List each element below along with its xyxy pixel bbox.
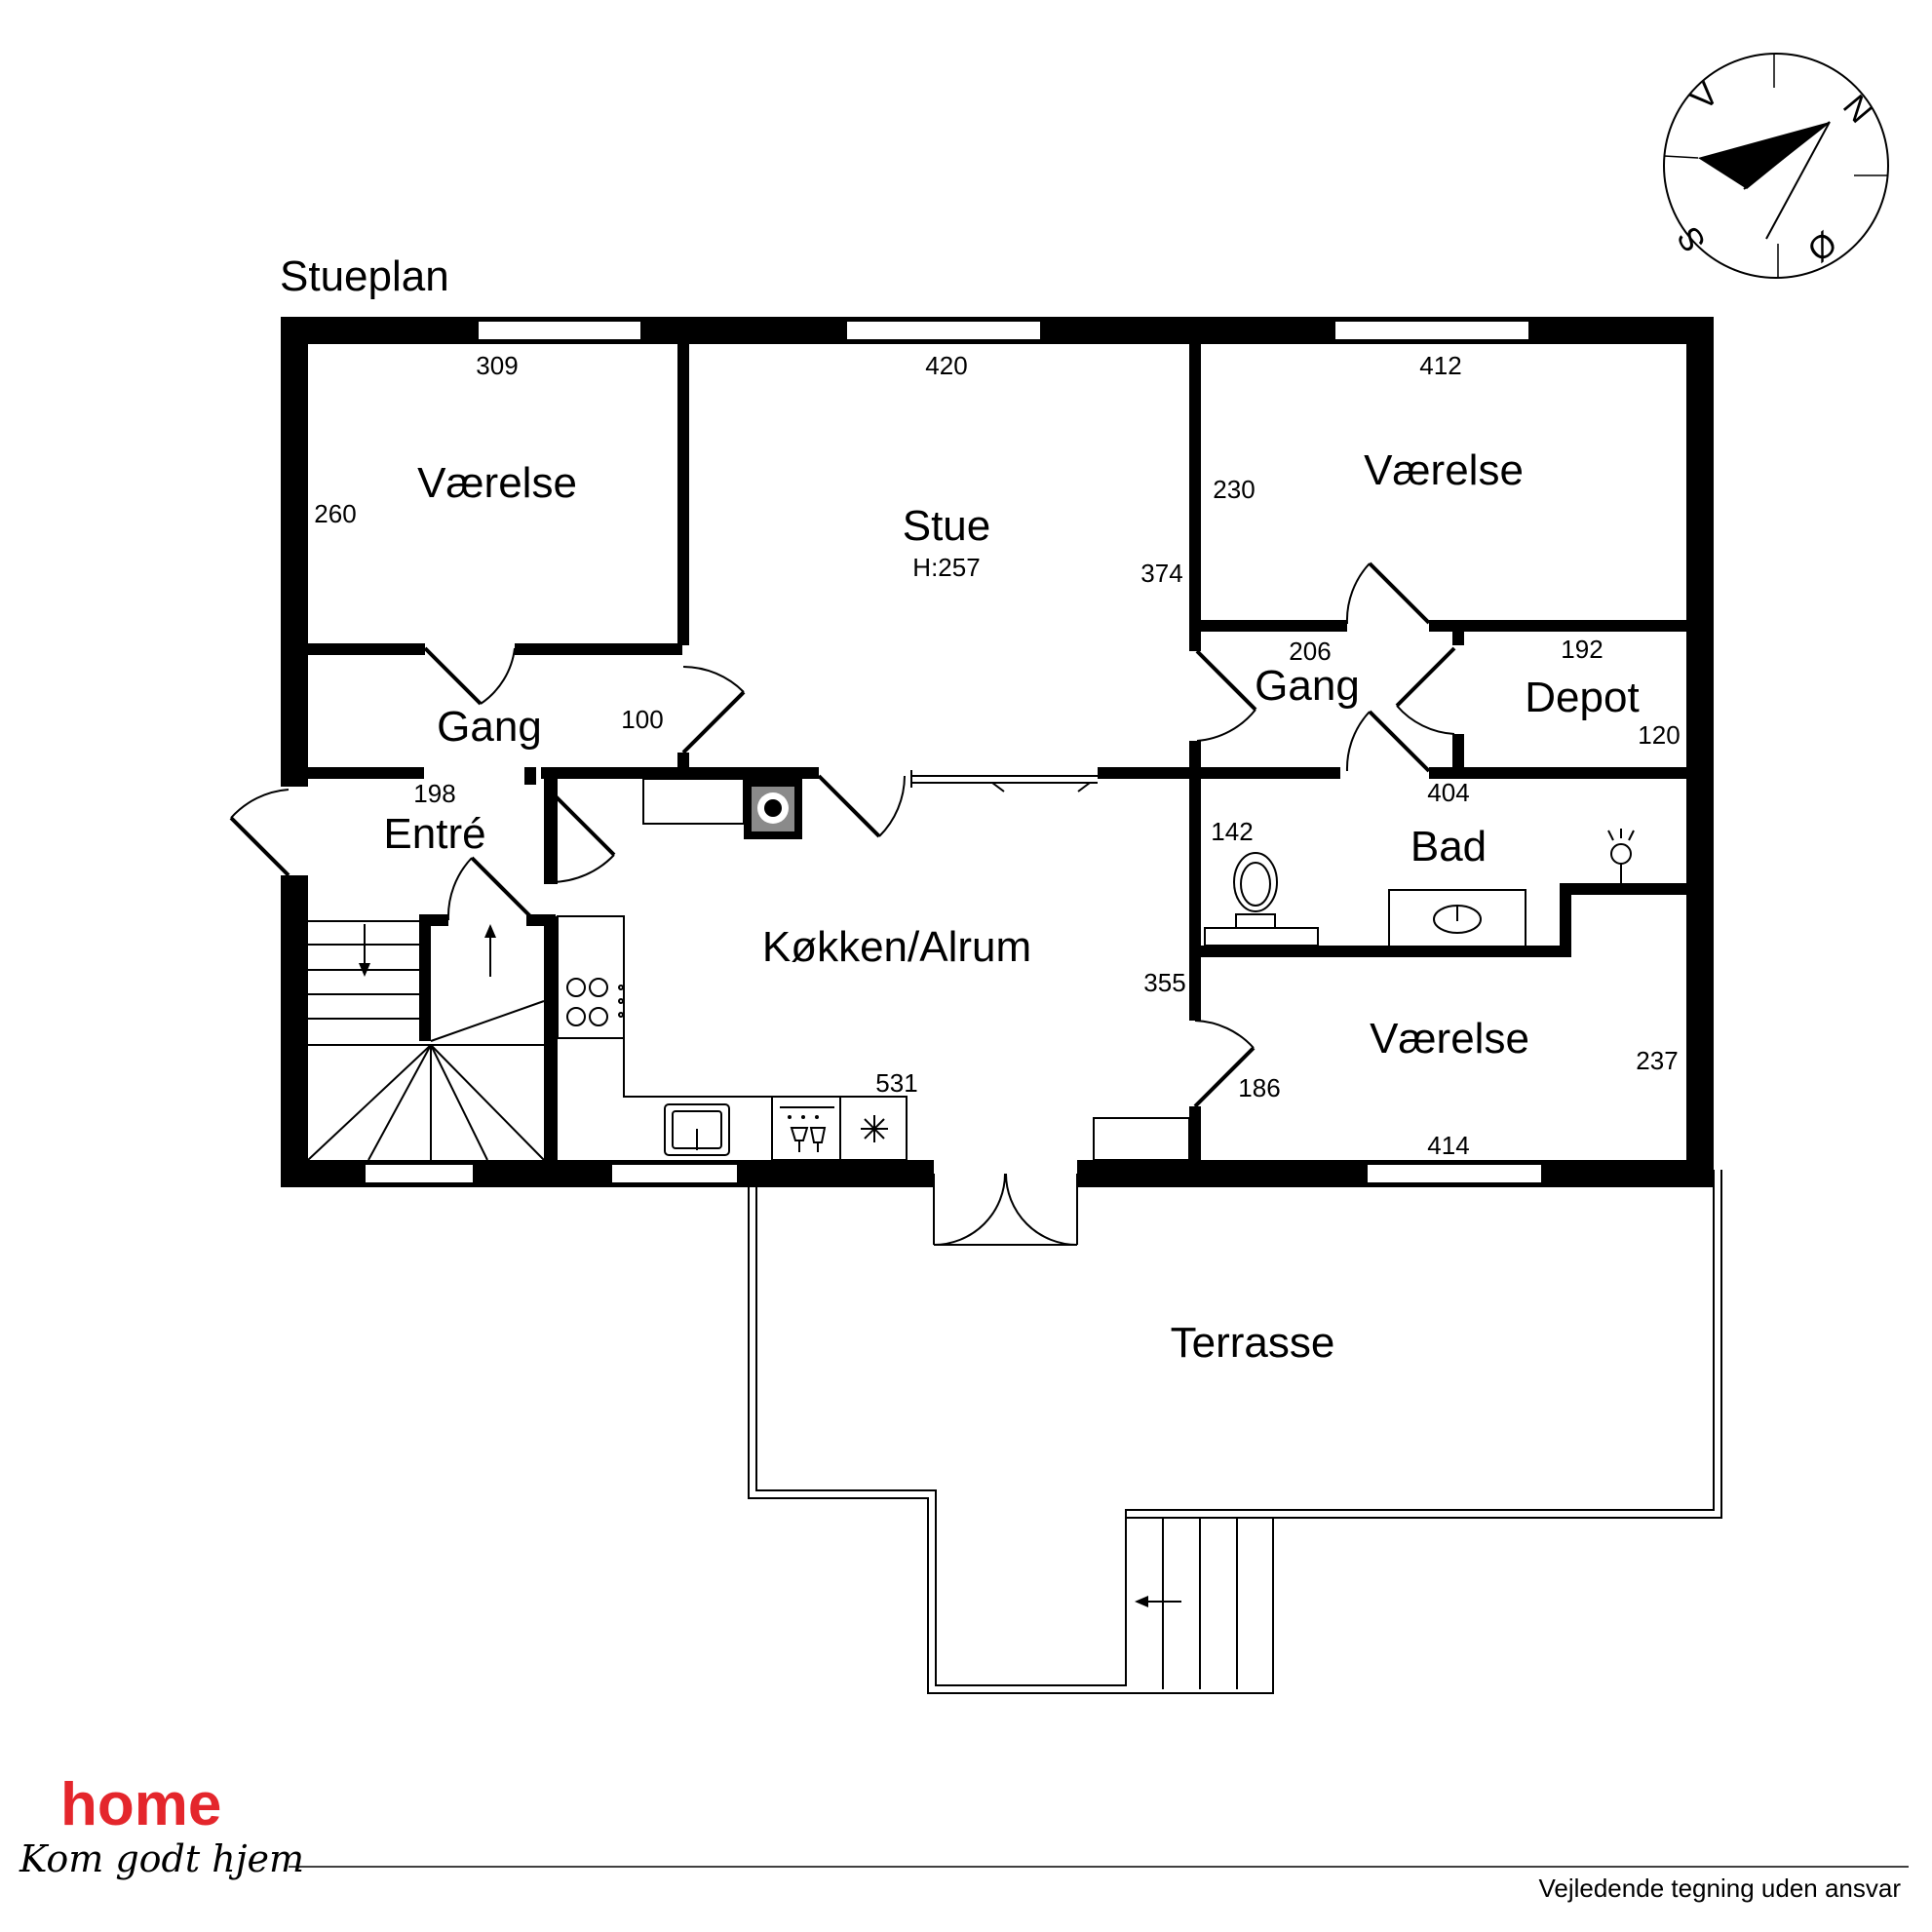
washbasin-icon <box>1388 889 1526 947</box>
room-gang-e: Gang <box>1255 662 1360 710</box>
dim-374: 374 <box>1140 559 1182 588</box>
dim-414: 414 <box>1427 1131 1469 1160</box>
dim-192: 192 <box>1561 635 1603 664</box>
room-bad: Bad <box>1410 823 1487 870</box>
dim-355: 355 <box>1143 968 1185 997</box>
terrace <box>748 1170 1722 1694</box>
kitchen-fixtures <box>557 778 1190 1161</box>
room-vaerelse-nw: Værelse <box>417 459 577 507</box>
dim-206: 206 <box>1289 637 1331 666</box>
dim-120: 120 <box>1638 720 1680 750</box>
terrace-steps <box>1126 1517 1274 1693</box>
shower-icon <box>1607 829 1635 883</box>
indoor-stairs <box>307 920 545 1161</box>
dim-198: 198 <box>413 779 455 808</box>
dim-531: 531 <box>875 1068 917 1098</box>
dim-142: 142 <box>1211 817 1253 846</box>
dim-100: 100 <box>621 705 663 734</box>
room-entre: Entré <box>383 810 485 858</box>
sink-icon <box>664 1103 730 1156</box>
room-terrasse: Terrasse <box>1171 1319 1335 1367</box>
room-stue-height: H:257 <box>912 553 980 582</box>
room-gang-w: Gang <box>437 703 542 751</box>
fridge-snowflake-icon <box>861 1115 888 1142</box>
brand-tagline: Kom godt hjem <box>19 1837 304 1880</box>
room-vaerelse-ne: Værelse <box>1364 446 1524 494</box>
room-stue: Stue <box>903 502 991 550</box>
dim-404: 404 <box>1427 778 1469 807</box>
dim-420: 420 <box>925 351 967 380</box>
footer-disclaimer: Vejledende tegning uden ansvar <box>1538 1874 1901 1903</box>
dim-412: 412 <box>1419 351 1461 380</box>
dim-237: 237 <box>1636 1046 1678 1075</box>
room-vaerelse-se: Værelse <box>1370 1015 1529 1063</box>
windows <box>364 320 1543 1184</box>
dim-260: 260 <box>314 499 356 528</box>
stove-icon <box>566 978 608 1026</box>
stair-down-arrow-icon <box>359 963 370 977</box>
dimension-labels: 309 420 412 260 230 374 206 192 100 120 … <box>314 351 1680 1160</box>
dim-309: 309 <box>476 351 518 380</box>
doors <box>229 561 1456 1246</box>
bathroom-fixtures <box>1204 829 1635 947</box>
room-depot: Depot <box>1525 674 1639 721</box>
brand-logo: home Kom godt hjem <box>19 1771 304 1880</box>
room-kokken-alrum: Køkken/Alrum <box>762 923 1031 971</box>
plan-title: Stueplan <box>280 252 449 300</box>
dim-230: 230 <box>1213 475 1255 504</box>
dim-186: 186 <box>1238 1073 1280 1102</box>
toilet-icon <box>1204 852 1319 947</box>
stair-up-arrow-icon <box>484 924 496 938</box>
room-labels: Værelse Stue H:257 Værelse Gang Gang Dep… <box>383 446 1639 1367</box>
dishwasher-icon <box>780 1106 834 1152</box>
brand-name: home <box>60 1771 221 1838</box>
compass-needle-icon <box>1698 122 1830 189</box>
compass: N V S Ø <box>1663 53 1889 279</box>
terrace-step-arrow-icon <box>1135 1596 1148 1607</box>
